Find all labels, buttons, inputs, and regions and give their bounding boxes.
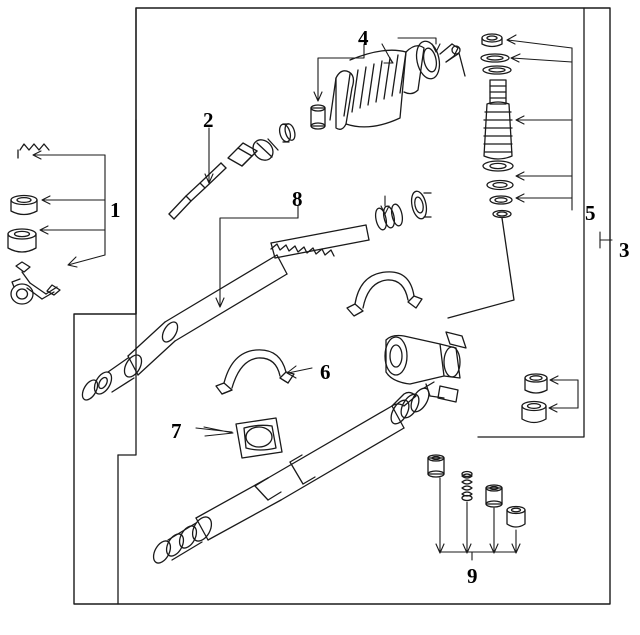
frame-right-group3: [477, 7, 585, 438]
part-clamp-7: [235, 417, 283, 459]
callout-4: 4: [358, 26, 369, 50]
part-valve-housing: [384, 331, 467, 403]
callout-5: 5: [585, 201, 596, 225]
part-rack-housing-upper: [81, 190, 432, 401]
callout-7: 7: [171, 419, 182, 443]
callout-2: 2: [203, 108, 214, 132]
callout-8: 8: [292, 187, 303, 211]
leader-5: [506, 34, 573, 211]
part-hardware-9: [427, 454, 526, 528]
part-pinion-stack: [447, 33, 515, 319]
frame-inner-lower: [117, 7, 137, 605]
part-rack-housing-lower: [152, 381, 435, 564]
part-inner-tie-rod: [168, 123, 296, 220]
frame-outer: [73, 7, 611, 605]
callout-3: 3: [619, 238, 630, 262]
part-bellows-boot: [310, 40, 466, 130]
leader-7: [195, 426, 234, 437]
leader-9: [435, 477, 521, 561]
leader-4: [313, 37, 441, 102]
callout-9: 9: [467, 564, 478, 588]
callout-1: 1: [110, 198, 121, 222]
leader-2: [204, 127, 214, 184]
part-clamp-bracket-upper: [346, 271, 423, 317]
leader-6: [286, 365, 313, 379]
leader-lower-bushings: [548, 375, 579, 413]
leader-8: [215, 195, 390, 308]
callout-6: 6: [320, 360, 331, 384]
part-lower-bushings: [521, 373, 548, 424]
part-tie-rod-end-group: [7, 143, 61, 305]
part-clamp-6: [215, 349, 295, 395]
leader-group-1: [32, 150, 106, 268]
leader-3: [599, 231, 613, 249]
